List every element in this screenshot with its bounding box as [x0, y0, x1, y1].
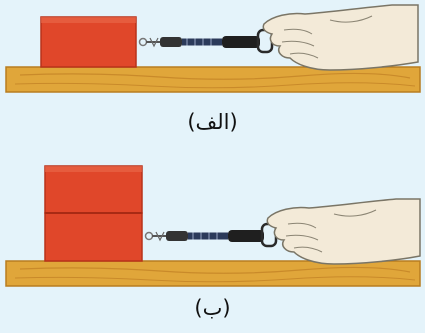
spring-scale — [146, 28, 274, 54]
figure-a-illustration — [5, 4, 421, 93]
red-block — [40, 16, 137, 68]
hook-ring — [138, 37, 148, 47]
spring-scale — [152, 222, 278, 248]
figure-a-caption: (الف) — [187, 110, 238, 134]
figure-b: (ب) — [0, 150, 425, 333]
figure-a: (الف) — [0, 0, 425, 150]
red-block-bottom — [44, 212, 143, 262]
hand — [262, 4, 419, 71]
hook-ring — [144, 231, 154, 241]
red-block-top — [44, 165, 143, 214]
figure-b-illustration — [5, 165, 421, 287]
wooden-board — [5, 260, 421, 287]
wooden-board — [5, 66, 421, 93]
figure-b-caption: (ب) — [194, 296, 231, 320]
hand — [266, 198, 421, 265]
